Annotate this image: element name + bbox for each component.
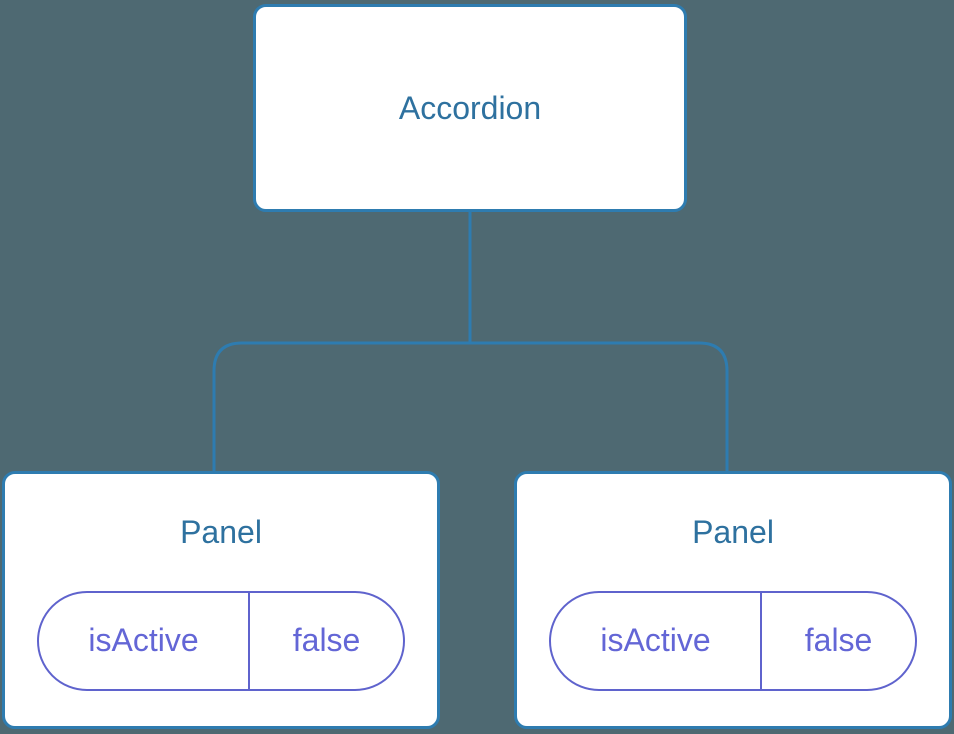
node-accordion: Accordion [253, 4, 687, 212]
node-panel-1: Panel isActive false [2, 471, 440, 729]
node-accordion-label: Accordion [398, 89, 542, 126]
panel-1-state-key-cell: isActive [39, 592, 251, 689]
panel-1-state-value-cell: false [292, 622, 361, 659]
panel-2-state-pill: isActive false [549, 590, 917, 691]
node-panel-2: Panel isActive false [514, 471, 952, 729]
node-panel-2-label: Panel [692, 514, 774, 550]
panel-1-state-pill: isActive false [37, 590, 405, 691]
branch-bracket-line [212, 341, 729, 472]
panel-2-state-key-cell: isActive [551, 592, 763, 689]
node-panel-1-label: Panel [180, 514, 262, 550]
panel-2-state-value-cell: false [804, 622, 873, 659]
